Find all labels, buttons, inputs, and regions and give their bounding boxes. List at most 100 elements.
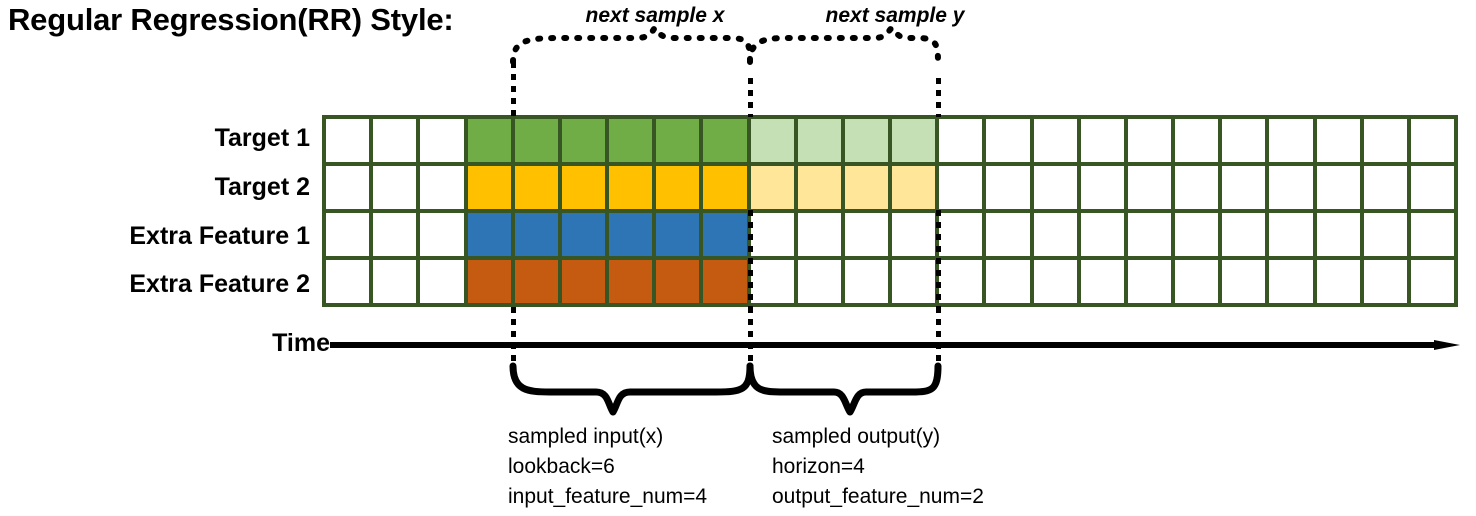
grid-cell [1410,166,1454,209]
grid-cell [939,166,983,209]
grid-cell [1316,260,1360,303]
grid-cell [1127,213,1171,256]
grid-cell [986,213,1030,256]
grid-cell [1175,213,1219,256]
grid-cell [326,166,370,209]
grid-cell [703,119,747,162]
grid-cell [326,119,370,162]
grid-cell [514,166,558,209]
grid-cell [1127,119,1171,162]
grid-cell [1410,213,1454,256]
grid-cell [1269,213,1313,256]
grid-cell [797,213,841,256]
guide-line-output-end-lower [936,307,941,367]
grid-cell [656,166,700,209]
grid-cell [514,260,558,303]
guide-line-input-start-lower [511,307,516,367]
guide-line-output-end-middle [936,210,941,307]
grid-cell [703,213,747,256]
grid-cell [1316,213,1360,256]
grid-cell [656,119,700,162]
guide-line-input-start-upper [511,62,516,117]
grid-cell [420,166,464,209]
grid-cell [892,213,936,256]
grid-cell [1269,166,1313,209]
grid-cell [750,213,794,256]
grid-cell [1127,260,1171,303]
timeseries-grid [322,115,1458,307]
grid-cell [609,213,653,256]
grid-cell [986,119,1030,162]
grid-cell [1410,119,1454,162]
grid-cell [750,260,794,303]
row-label-target-1: Target 1 [214,124,310,152]
grid-cell [1222,260,1266,303]
grid-cell [892,119,936,162]
grid-cell [750,166,794,209]
grid-cell [844,260,888,303]
grid-cell [1175,119,1219,162]
grid-cell [514,213,558,256]
grid-cell [1222,213,1266,256]
grid-cell [561,260,605,303]
grid-cell [1080,166,1124,209]
annotation-next-sample-x: next sample x [585,4,725,27]
time-axis-label: Time [272,329,330,357]
grid-cell [1222,166,1266,209]
grid-cell [561,213,605,256]
grid-cell [1175,166,1219,209]
guide-line-input-end-upper [748,78,753,117]
grid-cell [609,260,653,303]
grid-cell [844,166,888,209]
grid-cell [703,260,747,303]
grid-cell [514,119,558,162]
grid-cell [373,166,417,209]
guide-line-input-end-lower [748,307,753,367]
grid-cell [373,260,417,303]
grid-cell [1080,213,1124,256]
description-sampled-output: sampled output(y) horizon=4 output_featu… [772,425,984,508]
grid-cell [373,119,417,162]
grid-cell [467,260,511,303]
grid-cell [420,119,464,162]
grid-cell [1080,260,1124,303]
grid-cell [750,119,794,162]
grid-cell [939,119,983,162]
grid-cell [326,213,370,256]
row-label-target-2: Target 2 [214,173,310,201]
grid-cell [797,166,841,209]
grid-cell [1363,260,1407,303]
grid-cell [703,166,747,209]
grid-cell [1363,213,1407,256]
grid-cell [467,213,511,256]
annotation-next-sample-y: next sample y [825,4,965,27]
time-axis-arrow [330,340,1460,350]
grid-cell [1222,119,1266,162]
grid-cell [561,119,605,162]
grid-cell [797,119,841,162]
grid-cell [1033,213,1077,256]
grid-cell [420,260,464,303]
grid-cell [892,260,936,303]
grid-cell [844,119,888,162]
guide-line-input-end-middle [748,210,753,307]
grid-cell [1033,260,1077,303]
description-sampled-input: sampled input(x) lookback=6 input_featur… [508,425,708,508]
page-title: Regular Regression(RR) Style: [8,2,454,37]
grid-cell [420,213,464,256]
grid-cell [986,166,1030,209]
grid-cell [892,166,936,209]
grid-cell [609,119,653,162]
grid-cell [656,260,700,303]
grid-cell [1363,166,1407,209]
row-label-extra-feature-2: Extra Feature 2 [129,270,310,298]
grid-cell [326,260,370,303]
row-label-extra-feature-1: Extra Feature 1 [129,222,310,250]
grid-cell [561,166,605,209]
grid-cell [1033,166,1077,209]
grid-cell [1080,119,1124,162]
grid-cell [467,166,511,209]
grid-cell [844,213,888,256]
grid-cell [1269,119,1313,162]
grid-cell [1316,119,1360,162]
